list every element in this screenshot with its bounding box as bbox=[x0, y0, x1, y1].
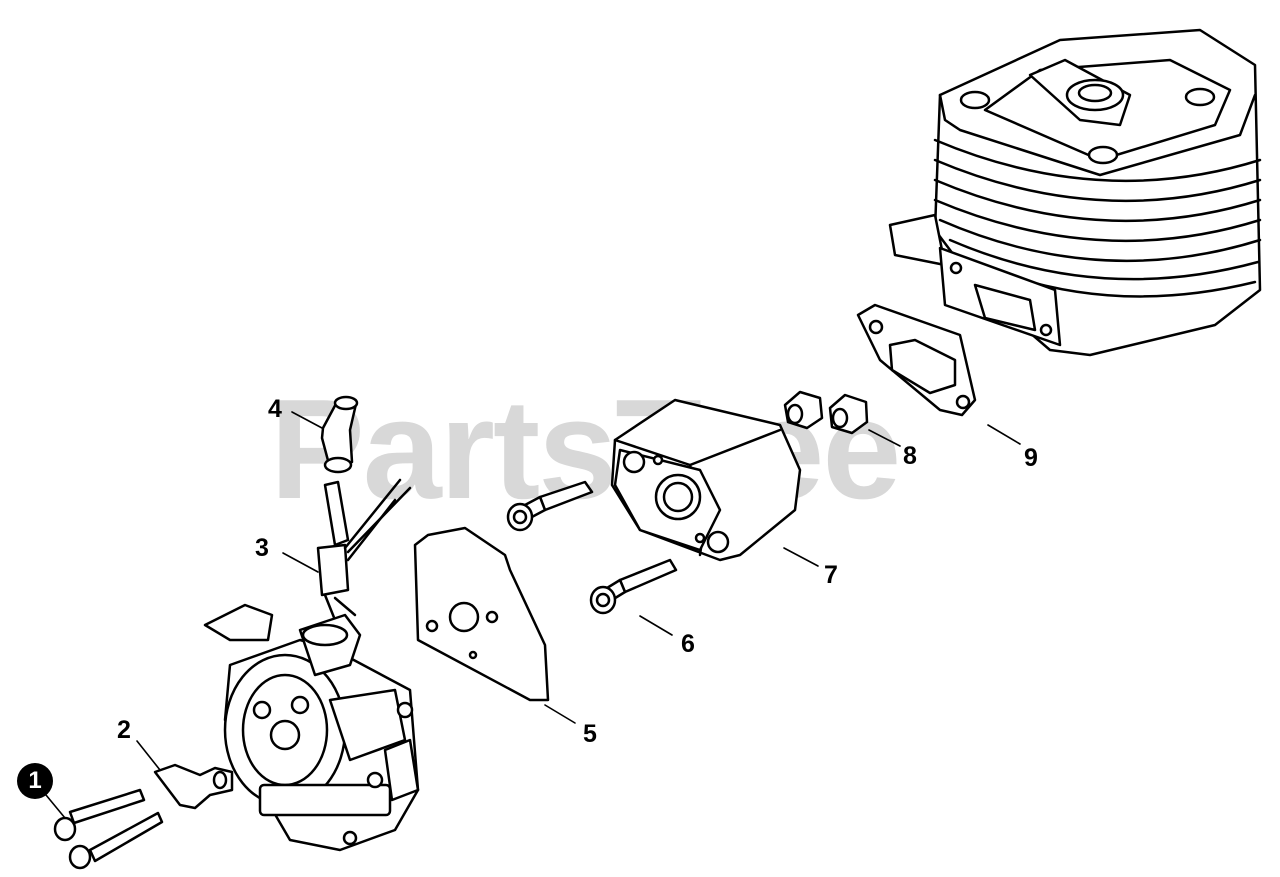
callout-3[interactable]: 3 bbox=[255, 534, 269, 562]
carburetor bbox=[203, 603, 420, 852]
callout-9[interactable]: 9 bbox=[1024, 444, 1038, 472]
leader-lines bbox=[45, 411, 1021, 819]
callout-8[interactable]: 8 bbox=[903, 442, 917, 470]
part-cylinder bbox=[888, 28, 1262, 357]
callout-1[interactable]: 1 bbox=[17, 763, 53, 799]
callout-7[interactable]: 7 bbox=[824, 561, 838, 589]
part-cap bbox=[320, 395, 359, 474]
callout-6[interactable]: 6 bbox=[681, 630, 695, 658]
part-cylinder-gasket bbox=[856, 303, 977, 417]
part-cable bbox=[316, 478, 412, 642]
part-carb-gasket bbox=[413, 526, 550, 702]
part-nuts bbox=[783, 390, 869, 435]
part-insulator bbox=[610, 398, 802, 562]
part-bolts bbox=[53, 788, 164, 870]
callout-4[interactable]: 4 bbox=[268, 395, 282, 423]
callout-5[interactable]: 5 bbox=[583, 720, 597, 748]
part-bracket bbox=[153, 763, 234, 810]
part-screws bbox=[506, 480, 678, 615]
callout-2[interactable]: 2 bbox=[117, 716, 131, 744]
